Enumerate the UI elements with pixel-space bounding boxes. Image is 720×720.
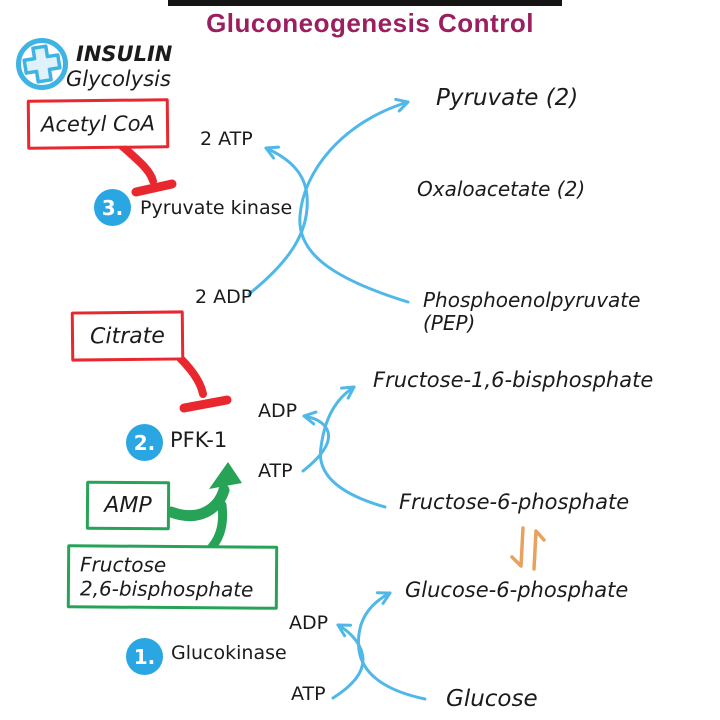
enzyme-pyruvate-kinase: Pyruvate kinase [140, 197, 293, 219]
metabolite-oxaloacetate: Oxaloacetate (2) [417, 177, 586, 201]
diagram-title: Gluconeogenesis Control [206, 8, 534, 38]
reversible-reaction-arrows [510, 526, 546, 571]
insulin-label: INSULIN [76, 42, 173, 66]
step-badge-3: 3. [94, 189, 131, 226]
activator-label-f26bp-line2: 2,6-bisphosphate [79, 576, 254, 602]
cofactor-adp-glucokinase: ADP [289, 612, 329, 634]
inhibition-arrow-citrate [176, 354, 232, 413]
activator-box-amp: AMP [85, 480, 171, 531]
arrow-f6p-to-f16bp [318, 385, 387, 509]
cofactor-atp-pfk1: ATP [258, 460, 293, 482]
inhibition-arrow-acetyl-coa [118, 142, 177, 197]
metabolite-pep-line2: (PEP) [423, 311, 476, 335]
arrow-glucose-to-g6p [357, 591, 427, 701]
insulin-plus-icon [16, 38, 68, 90]
step-badge-1: 1. [126, 638, 163, 675]
cofactor-2atp: 2 ATP [200, 128, 253, 150]
metabolite-g6p: Glucose-6-phosphate [405, 578, 629, 602]
metabolite-pep: Phosphoenolpyruvate (PEP) [423, 289, 640, 335]
enzyme-pfk1: PFK-1 [170, 428, 228, 452]
glycolysis-label: Glycolysis [66, 67, 171, 91]
activator-box-f26bp: Fructose 2,6-bisphosphate [66, 544, 279, 610]
top-crop-bar [168, 0, 562, 6]
metabolite-pyruvate: Pyruvate (2) [436, 85, 579, 111]
cofactor-adp-pfk1: ADP [258, 400, 298, 422]
enzyme-glucokinase: Glucokinase [171, 642, 287, 664]
activator-label-amp: AMP [104, 492, 152, 519]
metabolite-f6p: Fructose-6-phosphate [399, 490, 630, 514]
arrow-pep-to-pyruvate [298, 97, 410, 304]
metabolite-glucose: Glucose [446, 686, 538, 712]
inhibitor-label-acetyl-coa: Acetyl CoA [40, 111, 156, 137]
arrow-2adp-to-2atp [247, 145, 309, 296]
metabolite-pep-line1: Phosphoenolpyruvate [423, 288, 641, 312]
metabolite-f16bp: Fructose-1,6-bisphosphate [373, 368, 654, 392]
step-badge-2: 2. [126, 424, 163, 461]
cofactor-atp-glucokinase: ATP [291, 683, 326, 705]
activator-label-f26bp-line1: Fructose [80, 552, 167, 577]
inhibitor-box-acetyl-coa: Acetyl CoA [26, 98, 170, 150]
inhibitor-box-citrate: Citrate [70, 310, 185, 362]
arrow-atp-to-adp-pfk1 [301, 410, 331, 473]
inhibitor-label-citrate: Citrate [89, 323, 166, 349]
activation-arrow-pfk1 [165, 462, 242, 552]
arrow-atp-to-adp-glucokinase [331, 623, 365, 700]
cofactor-2adp: 2 ADP [195, 286, 253, 308]
